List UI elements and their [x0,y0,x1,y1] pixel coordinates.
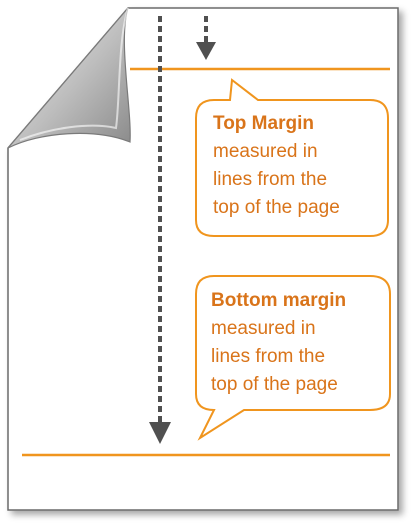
top-callout-line: lines from the [213,169,328,190]
top-callout-line: measured in [213,141,318,162]
bottom-callout-bubble [195,275,391,441]
top-margin-arrow-icon [196,16,216,60]
bottom-callout-line: lines from the [211,346,326,367]
top-callout-line: top of the page [213,197,340,218]
top-callout-text: Top Margin measured in lines from the to… [213,110,373,222]
bottom-callout-line: top of the page [211,374,338,395]
bottom-callout-line: measured in [211,318,316,339]
page-curl-icon [7,7,131,149]
top-callout-heading: Top Margin [213,113,314,134]
bottom-callout-heading: Bottom margin [211,290,347,311]
bottom-callout-text: Bottom margin measured in lines from the… [211,287,381,399]
top-callout-bubble [195,78,389,237]
bottom-margin-arrow-icon [149,16,171,444]
